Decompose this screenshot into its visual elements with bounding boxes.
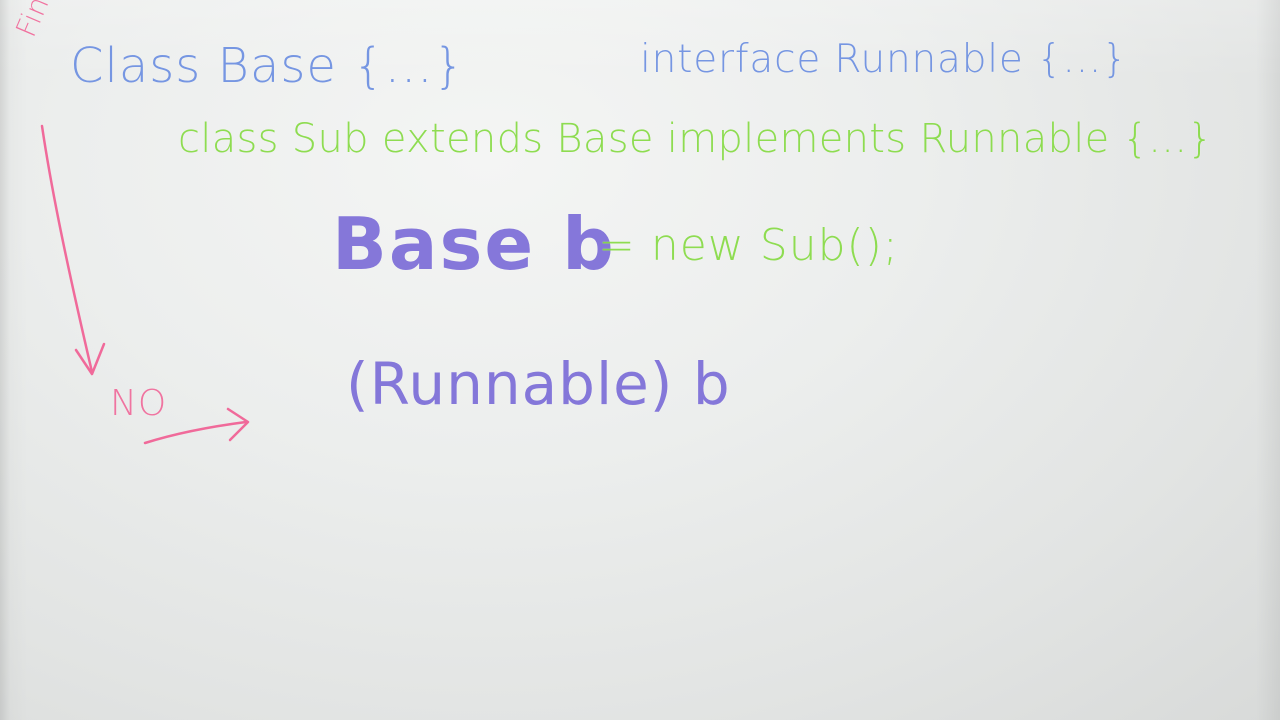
base-variable-declaration: Base b bbox=[332, 202, 616, 286]
final-note: Final! bbox=[9, 0, 70, 42]
right-arrow-icon bbox=[143, 420, 248, 445]
subclass-declaration-line: class Sub extends Base implements Runnab… bbox=[178, 116, 1214, 162]
vertical-arrow-icon bbox=[40, 124, 94, 374]
no-note: NO bbox=[110, 383, 168, 424]
runnable-cast-expression: (Runnable) b bbox=[346, 350, 731, 418]
right-arrow-head-icon bbox=[226, 407, 250, 442]
class-base-line: Class Base {...} bbox=[70, 38, 466, 94]
new-sub-assignment: = new Sub(); bbox=[598, 220, 899, 271]
vertical-arrow-head-icon bbox=[74, 342, 106, 376]
interface-runnable-line: interface Runnable {...} bbox=[640, 37, 1128, 82]
